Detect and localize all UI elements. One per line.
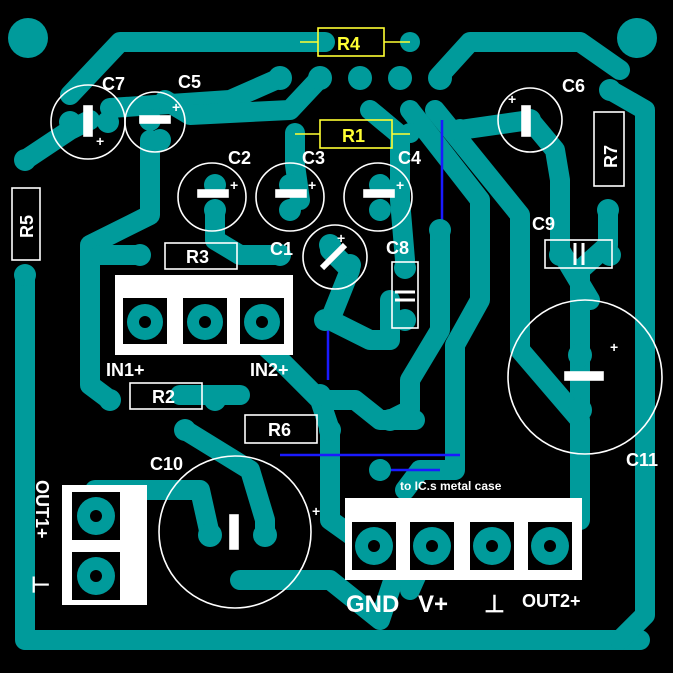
label-r6: R6 bbox=[268, 420, 291, 440]
c9-outline bbox=[544, 239, 613, 269]
r7-outline bbox=[593, 111, 625, 187]
label-gnd: GND bbox=[346, 591, 399, 618]
c3-outline bbox=[255, 162, 325, 232]
label-c2: C2 bbox=[228, 148, 251, 168]
svg-text:+: + bbox=[508, 91, 516, 107]
label-out2: OUT2+ bbox=[522, 591, 581, 611]
label-r7: R7 bbox=[601, 145, 621, 168]
jumper-wires bbox=[280, 120, 460, 472]
c4-outline bbox=[343, 162, 413, 232]
copper-traces bbox=[15, 32, 655, 650]
label-r2: R2 bbox=[152, 387, 175, 407]
label-note: to IC.s metal case bbox=[400, 479, 502, 493]
svg-text:+: + bbox=[312, 503, 320, 519]
svg-text:+: + bbox=[230, 177, 238, 193]
label-c4: C4 bbox=[398, 148, 421, 168]
label-c7: C7 bbox=[102, 74, 125, 94]
svg-text:+: + bbox=[172, 99, 180, 115]
svg-text:+: + bbox=[308, 177, 316, 193]
label-c3: C3 bbox=[302, 148, 325, 168]
label-out1: OUT1+ bbox=[32, 480, 52, 539]
c10-outline bbox=[158, 455, 312, 609]
r2-outline bbox=[129, 382, 203, 410]
label-ground-symbol-bottom: ⊥ bbox=[484, 591, 505, 618]
svg-text:+: + bbox=[96, 133, 104, 149]
r3-outline bbox=[164, 242, 238, 270]
label-c10: C10 bbox=[150, 454, 183, 474]
label-ground-symbol-left: ⊥ bbox=[28, 575, 53, 594]
label-c5: C5 bbox=[178, 72, 201, 92]
label-in2: IN2+ bbox=[250, 360, 289, 380]
label-c1: C1 bbox=[270, 239, 293, 259]
label-in1: IN1+ bbox=[106, 360, 145, 380]
c11-outline bbox=[507, 299, 663, 455]
c8-outline bbox=[391, 261, 419, 329]
svg-text:+: + bbox=[396, 177, 404, 193]
connector-terminals bbox=[72, 298, 572, 600]
label-c11: C11 bbox=[626, 450, 658, 470]
r5-outline bbox=[11, 187, 41, 261]
svg-text:+: + bbox=[337, 230, 345, 246]
label-r4: R4 bbox=[337, 34, 360, 54]
label-r3: R3 bbox=[186, 247, 209, 267]
svg-text:+: + bbox=[610, 339, 618, 355]
label-r5: R5 bbox=[17, 215, 37, 238]
label-r1: R1 bbox=[342, 126, 365, 146]
label-c6: C6 bbox=[562, 76, 585, 96]
r6-outline bbox=[244, 414, 318, 444]
solder-pads bbox=[8, 18, 657, 547]
polarity-marks: + + + + + + + + + bbox=[96, 91, 618, 519]
c5-outline bbox=[124, 91, 186, 153]
component-labels: R4 R1 C7 C5 C2 C3 C4 C6 C1 C8 C9 C10 C11… bbox=[17, 34, 658, 618]
label-vplus: V+ bbox=[418, 591, 448, 618]
c1-outline bbox=[302, 224, 368, 290]
c2-outline bbox=[177, 162, 247, 232]
c6-outline bbox=[497, 87, 563, 153]
label-c9: C9 bbox=[532, 214, 555, 234]
label-c8: C8 bbox=[386, 238, 409, 258]
